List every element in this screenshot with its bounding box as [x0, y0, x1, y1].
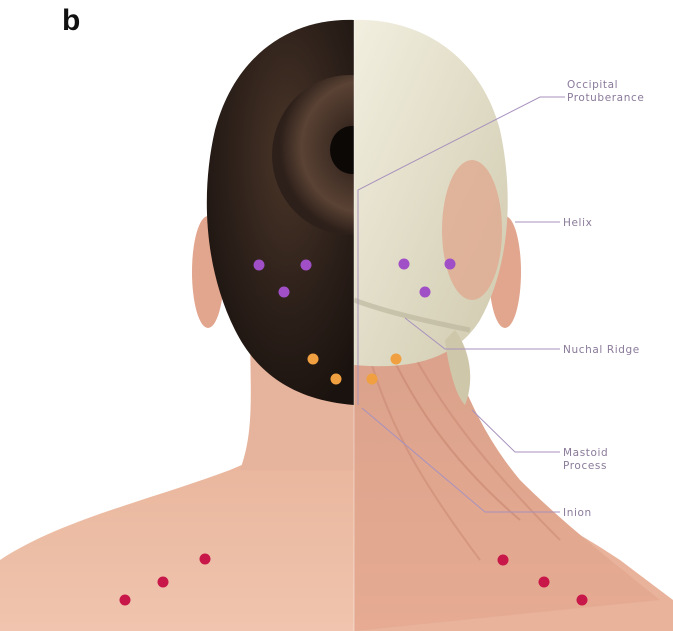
label-mastoid-1: Mastoid [563, 447, 608, 459]
red-point [200, 554, 211, 565]
red-point [158, 577, 169, 588]
purple-point [399, 259, 410, 270]
purple-point [445, 259, 456, 270]
label-nuchal-ridge: Nuchal Ridge [563, 344, 640, 356]
label-mastoid-2: Process [563, 460, 607, 472]
red-point [577, 595, 588, 606]
right-half-anatomy-view [354, 20, 673, 631]
purple-point [279, 287, 290, 298]
orange-point [391, 354, 402, 365]
label-inion: Inion [563, 507, 592, 519]
red-point [539, 577, 550, 588]
purple-point [420, 287, 431, 298]
orange-point [308, 354, 319, 365]
purple-point [254, 260, 265, 271]
label-occipital-2: Protuberance [567, 92, 644, 104]
orange-point [331, 374, 342, 385]
label-occipital-1: Occipital [567, 79, 618, 91]
red-point [120, 595, 131, 606]
labels: Occipital Protuberance Helix Nuchal Ridg… [563, 79, 644, 519]
label-helix: Helix [563, 217, 592, 229]
orange-point [367, 374, 378, 385]
purple-point [301, 260, 312, 271]
red-point [498, 555, 509, 566]
